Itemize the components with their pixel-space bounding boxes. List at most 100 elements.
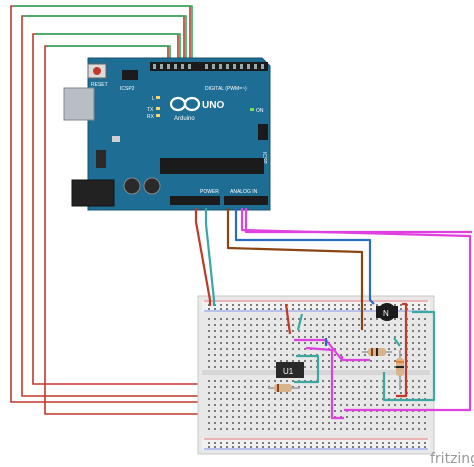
breadboard-hole [274, 330, 276, 332]
breadboard-hole [340, 404, 342, 406]
breadboard-hole [286, 410, 288, 412]
breadboard-hole [340, 348, 342, 350]
breadboard-hole [268, 428, 270, 430]
breadboard-hole [274, 336, 276, 338]
breadboard-hole [232, 342, 234, 344]
breadboard-hole [340, 442, 342, 444]
breadboard-hole [208, 398, 210, 400]
breadboard-hole [250, 416, 252, 418]
breadboard-hole [286, 330, 288, 332]
breadboard-hole [418, 442, 420, 444]
breadboard-hole [214, 336, 216, 338]
breadboard-hole [220, 360, 222, 362]
breadboard-hole [382, 342, 384, 344]
breadboard-hole [352, 348, 354, 350]
breadboard-hole [244, 428, 246, 430]
breadboard-hole [400, 446, 402, 448]
breadboard-hole [340, 342, 342, 344]
breadboard-hole [316, 416, 318, 418]
breadboard-hole [334, 422, 336, 424]
breadboard-hole [370, 442, 372, 444]
breadboard-hole [274, 366, 276, 368]
breadboard-hole [304, 318, 306, 320]
breadboard-hole [292, 446, 294, 448]
breadboard-hole [220, 380, 222, 382]
breadboard-hole [316, 392, 318, 394]
breadboard-hole [310, 366, 312, 368]
breadboard-hole [310, 422, 312, 424]
breadboard-hole [292, 360, 294, 362]
breadboard-hole [274, 398, 276, 400]
breadboard-hole [418, 380, 420, 382]
breadboard-hole [334, 392, 336, 394]
breadboard-hole [352, 366, 354, 368]
breadboard-hole [304, 342, 306, 344]
breadboard-hole [328, 366, 330, 368]
breadboard-hole [322, 398, 324, 400]
breadboard-hole [340, 308, 342, 310]
breadboard-hole [208, 442, 210, 444]
breadboard-hole [388, 354, 390, 356]
breadboard-hole [220, 324, 222, 326]
breadboard-hole [364, 318, 366, 320]
breadboard-hole [286, 442, 288, 444]
breadboard-hole [412, 380, 414, 382]
ic-label: U1 [283, 367, 294, 376]
breadboard-hole [262, 446, 264, 448]
breadboard-hole [256, 308, 258, 310]
breadboard-hole [280, 380, 282, 382]
breadboard-hole [364, 354, 366, 356]
breadboard-hole [400, 330, 402, 332]
breadboard-hole [298, 410, 300, 412]
breadboard-hole [298, 398, 300, 400]
breadboard-hole [214, 380, 216, 382]
breadboard-hole [334, 348, 336, 350]
breadboard-hole [262, 366, 264, 368]
breadboard-hole [322, 324, 324, 326]
breadboard-hole [334, 446, 336, 448]
breadboard-hole [316, 336, 318, 338]
breadboard-hole [328, 442, 330, 444]
breadboard-hole [376, 380, 378, 382]
breadboard-hole [250, 446, 252, 448]
breadboard-hole [214, 410, 216, 412]
breadboard-hole [262, 442, 264, 444]
breadboard-hole [292, 342, 294, 344]
breadboard-hole [394, 442, 396, 444]
breadboard-hole [280, 404, 282, 406]
breadboard-hole [226, 392, 228, 394]
breadboard-hole [238, 410, 240, 412]
breadboard-hole [220, 442, 222, 444]
breadboard-hole [424, 308, 426, 310]
breadboard-hole [412, 442, 414, 444]
breadboard-hole [280, 324, 282, 326]
breadboard-hole [334, 318, 336, 320]
breadboard-hole [256, 330, 258, 332]
breadboard-hole [424, 336, 426, 338]
breadboard-hole [256, 366, 258, 368]
breadboard-hole [310, 308, 312, 310]
breadboard-hole [388, 422, 390, 424]
breadboard-hole [292, 416, 294, 418]
breadboard-hole [418, 324, 420, 326]
breadboard-hole [346, 318, 348, 320]
breadboard-hole [274, 410, 276, 412]
breadboard-hole [250, 380, 252, 382]
breadboard-hole [394, 404, 396, 406]
breadboard-hole [340, 380, 342, 382]
breadboard-hole [328, 398, 330, 400]
breadboard-hole [388, 446, 390, 448]
breadboard-hole [394, 366, 396, 368]
breadboard-hole [298, 330, 300, 332]
breadboard-hole [310, 446, 312, 448]
breadboard-hole [232, 446, 234, 448]
breadboard-hole [424, 354, 426, 356]
breadboard-hole [220, 446, 222, 448]
breadboard-hole [328, 404, 330, 406]
breadboard-hole [376, 324, 378, 326]
breadboard-hole [340, 428, 342, 430]
breadboard-hole [298, 304, 300, 306]
power-header [170, 196, 220, 205]
breadboard-hole [412, 386, 414, 388]
breadboard-hole [286, 324, 288, 326]
